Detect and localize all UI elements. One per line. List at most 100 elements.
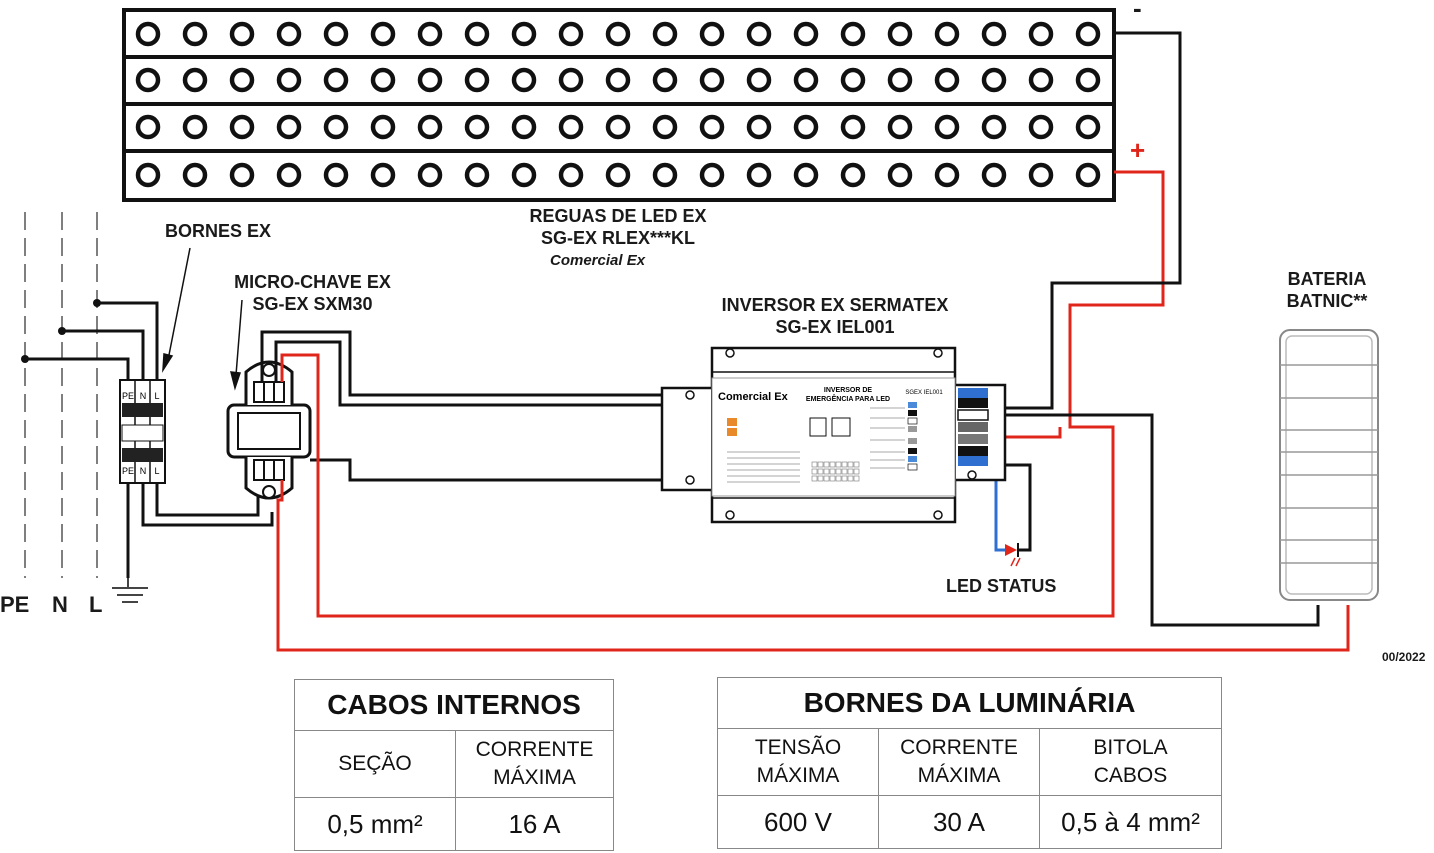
led-dot bbox=[1028, 162, 1054, 188]
inverter-line2: SG-EX IEL001 bbox=[775, 317, 895, 337]
led-dot bbox=[558, 21, 584, 47]
led-dot bbox=[135, 67, 161, 93]
led-dot bbox=[276, 21, 302, 47]
led-dot bbox=[511, 162, 537, 188]
led-dot bbox=[981, 67, 1007, 93]
led-dot bbox=[840, 114, 866, 140]
tensao-value: 600 V bbox=[717, 795, 879, 849]
led-dot bbox=[605, 114, 631, 140]
led-dot bbox=[558, 114, 584, 140]
svg-text:INVERSOR DE: INVERSOR DE bbox=[824, 387, 873, 394]
inverter-plate-mark bbox=[841, 468, 848, 475]
led-dot bbox=[229, 162, 255, 188]
tensao-header: TENSÃO MÁXIMA bbox=[717, 728, 879, 796]
inverter-plate-mark bbox=[847, 461, 854, 468]
led-dot bbox=[511, 67, 537, 93]
led-dot bbox=[229, 114, 255, 140]
led-dot bbox=[464, 162, 490, 188]
cabos-internos-table: CABOS INTERNOS SEÇÃO CORRENTE MÁXIMA 0,5… bbox=[294, 679, 614, 851]
led-dot bbox=[182, 21, 208, 47]
led-dot bbox=[558, 162, 584, 188]
led-status-label: LED STATUS bbox=[946, 576, 1057, 596]
revision-label: 00/2022 bbox=[1382, 650, 1426, 664]
inverter-plate-mark bbox=[853, 475, 860, 482]
svg-text:Comercial Ex: Comercial Ex bbox=[718, 391, 789, 403]
inverter-name: INVERSOR EX SERMATEX SG-EX IEL001 bbox=[700, 294, 970, 338]
led-dot bbox=[1075, 162, 1101, 188]
inverter: Comercial Ex INVERSOR DE EMERGÊNCIA PARA… bbox=[660, 346, 1007, 524]
led-dot bbox=[699, 67, 725, 93]
secao-value: 0,5 mm² bbox=[294, 797, 456, 851]
led-dot bbox=[887, 21, 913, 47]
led-dot bbox=[981, 114, 1007, 140]
micro-switch bbox=[226, 360, 312, 500]
led-dot bbox=[793, 162, 819, 188]
led-dot bbox=[323, 162, 349, 188]
svg-text:L: L bbox=[154, 391, 159, 401]
led-dot bbox=[699, 21, 725, 47]
led-dot bbox=[1075, 67, 1101, 93]
micro-switch-name: MICRO-CHAVE EX SG-EX SXM30 bbox=[220, 271, 405, 315]
led-dot bbox=[605, 162, 631, 188]
inverter-plate-mark bbox=[817, 468, 824, 475]
led-dot bbox=[135, 21, 161, 47]
led-strip bbox=[122, 8, 1116, 202]
led-dot bbox=[652, 114, 678, 140]
led-dot bbox=[934, 114, 960, 140]
led-dot bbox=[746, 21, 772, 47]
svg-text:PE: PE bbox=[122, 391, 134, 401]
led-dot bbox=[652, 162, 678, 188]
inverter-plate-mark bbox=[841, 475, 848, 482]
svg-text:SGEX IEL001: SGEX IEL001 bbox=[905, 390, 943, 396]
led-dot bbox=[887, 67, 913, 93]
led-strip-name: REGUAS DE LED EX SG-EX RLEX***KL bbox=[480, 205, 756, 249]
led-plus-sign: + bbox=[1130, 135, 1146, 165]
inverter-plate-mark bbox=[811, 461, 818, 468]
battery-line1: BATERIA bbox=[1287, 269, 1367, 289]
led-dot bbox=[370, 114, 396, 140]
terminal-block: PE N L PE N L bbox=[119, 379, 166, 484]
red-wires bbox=[276, 170, 1350, 652]
led-dot bbox=[605, 21, 631, 47]
led-dot bbox=[370, 21, 396, 47]
inverter-plate-mark bbox=[829, 461, 836, 468]
led-dot bbox=[135, 162, 161, 188]
led-dot bbox=[934, 21, 960, 47]
svg-text:N: N bbox=[140, 391, 147, 401]
led-dot bbox=[370, 67, 396, 93]
led-dot bbox=[464, 21, 490, 47]
mains-pe-label: PE bbox=[0, 592, 30, 617]
black-wires bbox=[990, 31, 1320, 627]
svg-text:PE: PE bbox=[122, 466, 134, 476]
led-dot bbox=[840, 162, 866, 188]
led-dot bbox=[840, 67, 866, 93]
led-dot bbox=[652, 67, 678, 93]
wiring-diagram: PE N L PE N L bbox=[21, 8, 1379, 652]
svg-text:L: L bbox=[154, 466, 159, 476]
inverter-plate-mark bbox=[853, 461, 860, 468]
led-dot bbox=[276, 67, 302, 93]
bornes-luminaria-title: BORNES DA LUMINÁRIA bbox=[717, 677, 1222, 729]
label-arrows bbox=[162, 247, 243, 391]
inverter-plate-mark bbox=[835, 468, 842, 475]
led-dot bbox=[887, 162, 913, 188]
switch-to-inverter-wires bbox=[260, 330, 690, 482]
cabos-internos-title: CABOS INTERNOS bbox=[294, 679, 614, 731]
led-dot bbox=[981, 162, 1007, 188]
led-minus-sign: - bbox=[1133, 0, 1142, 23]
corrente-luminaria-value: 30 A bbox=[878, 795, 1040, 849]
bitola-value: 0,5 à 4 mm² bbox=[1039, 795, 1222, 849]
mains-lines bbox=[24, 212, 98, 578]
led-dot bbox=[276, 114, 302, 140]
led-dot bbox=[558, 67, 584, 93]
led-dot bbox=[981, 21, 1007, 47]
battery bbox=[1279, 329, 1379, 601]
svg-text:EMERGÊNCIA PARA LED: EMERGÊNCIA PARA LED bbox=[806, 394, 890, 403]
led-dot bbox=[934, 162, 960, 188]
inverter-plate-mark bbox=[823, 461, 830, 468]
led-strip-brand: Comercial Ex bbox=[550, 252, 646, 269]
led-dot bbox=[417, 162, 443, 188]
inverter-plate-mark bbox=[823, 468, 830, 475]
inverter-plate-mark bbox=[835, 461, 842, 468]
micro-switch-line1: MICRO-CHAVE EX bbox=[234, 272, 391, 292]
